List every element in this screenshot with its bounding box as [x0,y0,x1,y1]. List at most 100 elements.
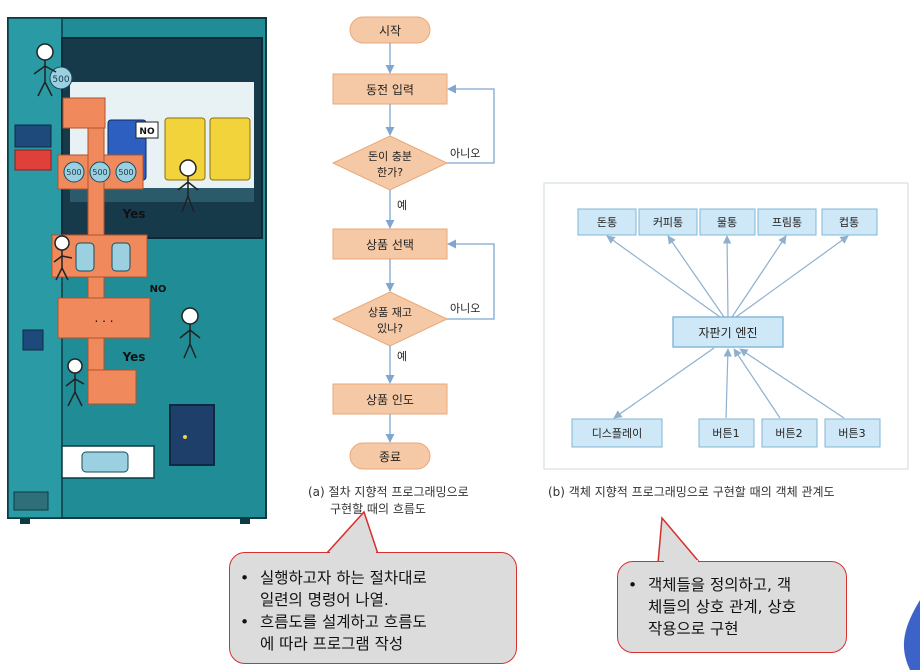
vent [13,491,49,511]
control-pad [169,404,215,466]
flow-select-product [332,228,448,260]
bottle-icon [111,242,131,272]
no-tag [135,121,159,139]
corner-decoration [903,600,920,670]
callout-object-bullet: 객체들을 정의하고, 객 체들의 상호 관계, 상호 작용으로 구현 [628,574,846,640]
return-button [22,329,44,351]
control-light [183,435,187,439]
no-tag-label: NO [150,284,167,295]
flowchart-caption-line1: (a) 절차 지향적 프로그래밍으로 [308,485,469,499]
flow-select-product-label: 상품 선택 [366,238,414,252]
machine-leg [240,518,250,524]
callout-object-list: 객체들을 정의하고, 객 체들의 상호 관계, 상호 작용으로 구현 [618,574,846,640]
bottle-icon [75,242,95,272]
relation-arrow [735,235,849,318]
flow-deliver-product [332,383,448,415]
coin-label: 500 [118,168,133,177]
object-node-money [577,208,637,236]
flow-no-label: 아니오 [450,147,480,160]
machine-leg [20,518,30,524]
coin-icon [89,161,111,183]
procedural-flowchart: 시작 동전 입력 돈이 충분 한가? 상품 선택 상품 재고 있나? 상품 인도… [331,16,495,470]
object-relationship-diagram: 돈통 커피통 물통 프림통 컵통 자판기 엔진 디스플레이 버튼1 버튼2 버튼… [543,182,909,470]
object-node-button2-label: 버튼2 [775,427,802,440]
callout-procedural-list: 실행하고자 하는 절차대로 일련의 명령어 나열. 흐름도를 설계하고 흐름도 … [230,567,516,655]
person-figure [177,159,199,213]
object-node-water [699,208,756,236]
callout-text-line: 실행하고자 하는 절차대로 [260,569,427,587]
yes-tag-label: Yes [122,207,146,221]
object-node-cup [821,208,878,236]
vending-machine-illustration: 500 500 500 500 NO NO Yes Yes . . . [7,17,267,524]
shelf [70,188,254,202]
callout-text-line: 체들의 상호 관계, 상호 [648,598,797,616]
flowchart-caption: (a) 절차 지향적 프로그래밍으로 구현할 때의 흐름도 [308,484,528,518]
flow-deliver-product-label: 상품 인도 [366,393,414,407]
flow-decision-money-line1: 돈이 충분 [368,150,412,163]
flow-decision-stock-line1: 상품 재고 [368,306,412,319]
flow-loop-arrow-stock [447,239,495,320]
object-node-coffee-label: 커피통 [653,216,683,229]
output-can [81,451,129,473]
object-node-display [571,418,663,448]
callout-procedural: 실행하고자 하는 절차대로 일련의 명령어 나열. 흐름도를 설계하고 흐름도 … [229,552,517,664]
object-node-money-label: 돈통 [597,216,617,229]
flow-decision-money-line2: 한가? [377,166,403,179]
object-node-cup-label: 컵통 [839,216,859,229]
coin-label: 500 [92,168,107,177]
flow-input-coin-label: 동전 입력 [366,83,414,97]
person-figure [33,43,57,97]
callout-text-line: 작용으로 구현 [648,620,739,638]
callout-object: 객체들을 정의하고, 객 체들의 상호 관계, 상호 작용으로 구현 [617,561,847,653]
yes-tag-label: Yes [122,350,146,364]
object-node-cream-label: 프림통 [772,216,802,229]
flow-end [349,442,431,470]
callout-text-line: 일련의 명령어 나열. [260,591,389,609]
coin-panel [14,124,52,148]
callout-procedural-bullet: 실행하고자 하는 절차대로 일련의 명령어 나열. [240,567,516,611]
person-figure [65,358,85,407]
callout-right-tail [657,516,702,564]
relation-arrow [613,347,715,419]
object-node-button1-label: 버튼1 [712,427,739,440]
callout-right-tail-overlay [664,560,698,564]
flow-input-coin [332,73,448,105]
callout-left-tail-overlay [330,551,376,555]
flow-decision-stock-line2: 있나? [377,322,403,335]
object-node-coffee [638,208,698,236]
flow-loop-arrow-money [447,84,495,164]
flow-no-label: 아니오 [450,302,480,315]
person-figure [179,307,201,359]
no-tag-label: NO [139,127,155,137]
relation-arrow [733,348,781,419]
callout-procedural-bullet: 흐름도를 설계하고 흐름도 에 따라 프로그램 작성 [240,611,516,655]
object-diagram-caption: (b) 객체 지향적 프로그래밍으로 구현할 때의 객체 관계도 [548,485,835,499]
object-node-display-label: 디스플레이 [592,427,643,440]
object-node-button2 [761,418,818,448]
flow-yes-label: 예 [397,350,407,363]
object-node-button1 [698,418,755,448]
flow-start-label: 시작 [379,24,401,38]
relation-arrow [739,348,845,419]
chute-thinking [57,297,151,339]
coin-label: 500 [66,168,81,177]
object-node-engine-label: 자판기 엔진 [698,326,757,340]
object-node-button3-label: 버튼3 [838,427,865,440]
flow-decision-money [331,135,449,191]
callout-left-tail [324,510,380,555]
can-yellow-2 [209,117,251,181]
callout-text-line: 객체들을 정의하고, 객 [648,576,792,594]
callout-text-line: 에 따라 프로그램 작성 [260,635,404,653]
relation-arrow [722,235,732,318]
coin-icon [115,161,137,183]
callout-text-line: 흐름도를 설계하고 흐름도 [260,613,427,631]
object-node-engine [672,316,784,348]
thinking-bubble: . . . [94,311,113,325]
relation-arrow [667,235,725,318]
flow-decision-stock [331,291,449,347]
flow-yes-label: 예 [397,199,407,212]
relation-arrow [731,235,787,318]
relation-arrow [606,235,721,318]
flow-end-label: 종료 [379,450,401,464]
chute-top [62,97,106,129]
